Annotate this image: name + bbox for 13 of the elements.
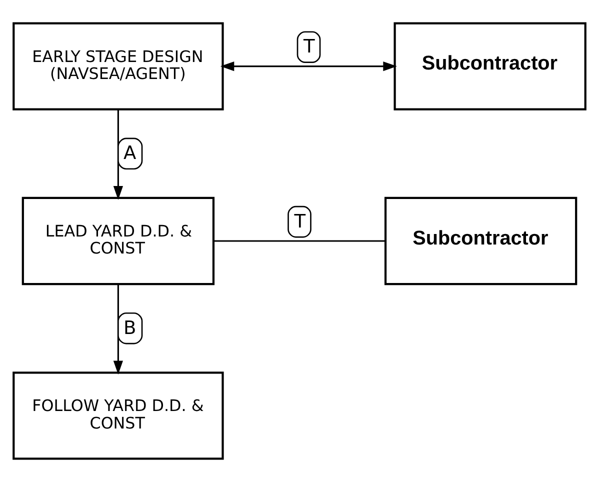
edge-label: B bbox=[123, 318, 136, 339]
arrow bbox=[113, 110, 124, 200]
edge-label: A bbox=[123, 143, 136, 164]
node-box: EARLY STAGE DESIGN (NAVSEA/AGENT) bbox=[12, 22, 224, 110]
arrow bbox=[113, 284, 124, 375]
edge-label: T bbox=[294, 211, 306, 232]
edge-label: T bbox=[303, 36, 315, 58]
node-box: Subcontractor bbox=[394, 22, 586, 110]
arrow bbox=[220, 61, 397, 72]
connector bbox=[214, 240, 386, 242]
node-box: Subcontractor bbox=[384, 196, 578, 286]
node-box: FOLLOW YARD D.D. & CONST bbox=[12, 372, 224, 460]
node-box: LEAD YARD D.D. & CONST bbox=[22, 196, 215, 286]
